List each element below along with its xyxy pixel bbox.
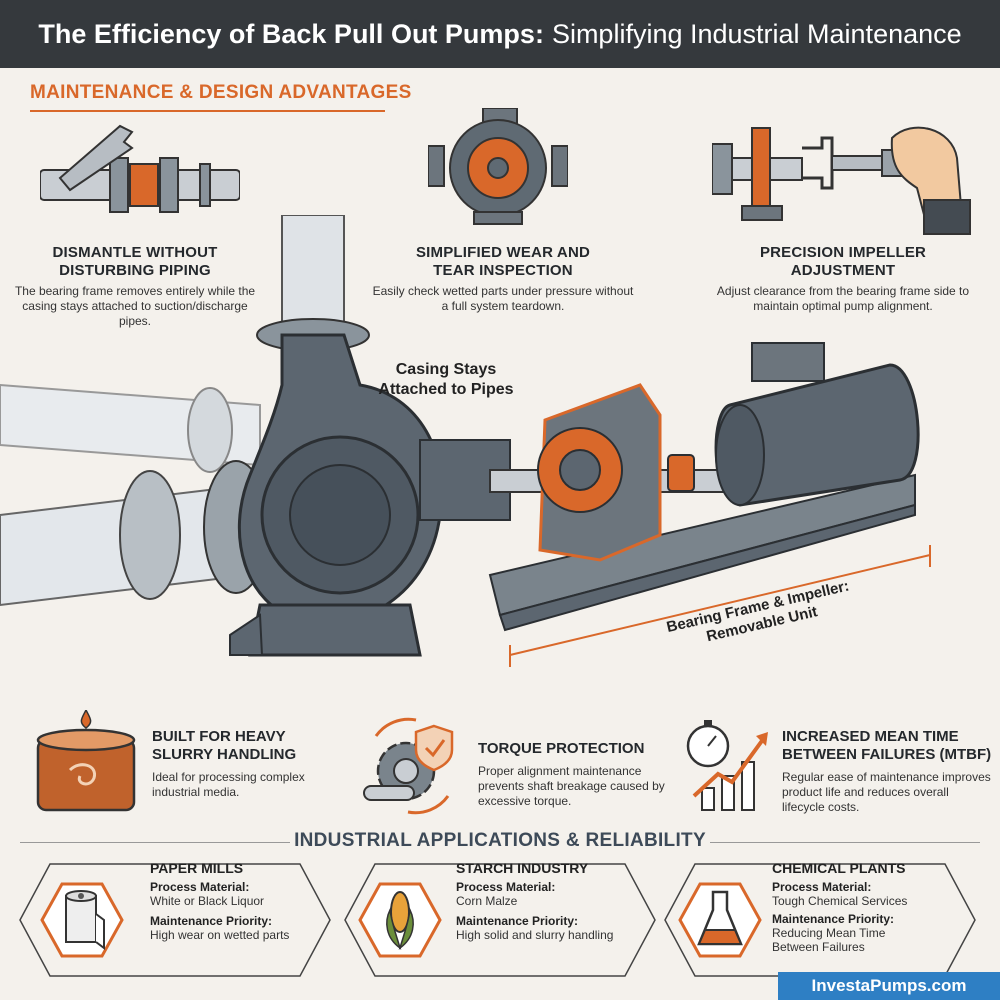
- app-material: White or Black Liquor: [150, 894, 265, 908]
- stopwatch-chart-icon: [686, 720, 768, 811]
- wrench-pipe-icon: [40, 124, 240, 213]
- app-material: Tough Chemical Services: [772, 894, 908, 908]
- app-material: Corn Malze: [456, 894, 518, 908]
- page-header: The Efficiency of Back Pull Out Pumps: S…: [0, 0, 1000, 68]
- brand-link[interactable]: InvestaPumps.com: [778, 972, 1000, 1000]
- app-priority-label: Maintenance Priority:: [456, 914, 579, 928]
- title-light: Simplifying Industrial Maintenance: [551, 18, 962, 49]
- app-priority-label: Maintenance Priority:: [150, 914, 273, 928]
- corn-icon: [386, 891, 414, 950]
- divider-right: [710, 842, 980, 843]
- benefit-title-line2: SLURRY HANDLING: [152, 746, 297, 763]
- flask-icon: [697, 890, 743, 946]
- feature-title-line2: DISTURBING PIPING: [59, 262, 211, 279]
- slurry-tank-icon: [36, 710, 136, 812]
- app-priority: High solid and slurry handling: [456, 928, 614, 942]
- feature-title-line1: PRECISION IMPELLER: [759, 244, 927, 261]
- app-priority: High wear on wetted parts: [150, 928, 290, 942]
- feature-title-line1: DISMANTLE WITHOUT: [52, 244, 218, 261]
- feature-title-line2: TEAR INSPECTION: [433, 262, 573, 279]
- app-material-label: Process Material:: [772, 880, 872, 894]
- benefit-title-line2: BETWEEN FAILURES (MTBF): [782, 746, 992, 763]
- feature-desc: Adjust clearance from the bearing frame …: [716, 284, 970, 313]
- pump-assembly-illustration: [0, 215, 931, 667]
- divider-left: [20, 842, 290, 843]
- section-maintenance-title: MAINTENANCE & DESIGN ADVANTAGES: [30, 82, 412, 103]
- app-priority-label: Maintenance Priority:: [772, 912, 895, 926]
- paper-roll-icon: [65, 890, 105, 950]
- benefit-desc: Regular ease of maintenance improves pro…: [782, 770, 991, 814]
- benefit-torque: TORQUE PROTECTION Proper alignment maint…: [478, 740, 668, 809]
- app-name: CHEMICAL PLANTS: [772, 860, 906, 876]
- app-material-label: Process Material:: [150, 880, 250, 894]
- app-priority: Reducing Mean Time Between Failures: [772, 926, 886, 954]
- section-applications-title: INDUSTRIAL APPLICATIONS & RELIABILITY: [294, 830, 706, 851]
- benefit-desc: Ideal for processing complex industrial …: [152, 770, 305, 799]
- title-bold: The Efficiency of Back Pull Out Pumps:: [38, 18, 544, 49]
- pump-casing-icon: [428, 108, 568, 225]
- micrometer-hand-icon: [712, 126, 971, 235]
- benefit-title-line1: TORQUE PROTECTION: [478, 740, 645, 757]
- app-card-paper: PAPER MILLS Process Material: White or B…: [150, 860, 289, 978]
- feature-title-line1: SIMPLIFIED WEAR AND: [415, 244, 591, 261]
- feature-desc: The bearing frame removes entirely while…: [14, 284, 256, 328]
- callout-casing: Casing Stays Attached to Pipes: [378, 361, 514, 398]
- section-underline: [30, 110, 385, 112]
- benefit-desc: Proper alignment maintenance prevents sh…: [478, 764, 665, 808]
- feature-desc: Easily check wetted parts under pressure…: [372, 284, 634, 313]
- feature-title-line2: ADJUSTMENT: [790, 262, 896, 279]
- app-card-chemical: CHEMICAL PLANTS Process Material: Tough …: [772, 860, 922, 978]
- benefit-title-line1: INCREASED MEAN TIME: [782, 728, 959, 745]
- app-name: PAPER MILLS: [150, 860, 244, 876]
- benefit-title-line1: BUILT FOR HEAVY: [152, 728, 286, 745]
- app-card-starch: STARCH INDUSTRY Process Material: Corn M…: [456, 860, 613, 978]
- gear-shield-icon: [363, 717, 454, 815]
- app-material-label: Process Material:: [456, 880, 556, 894]
- app-name: STARCH INDUSTRY: [456, 860, 589, 876]
